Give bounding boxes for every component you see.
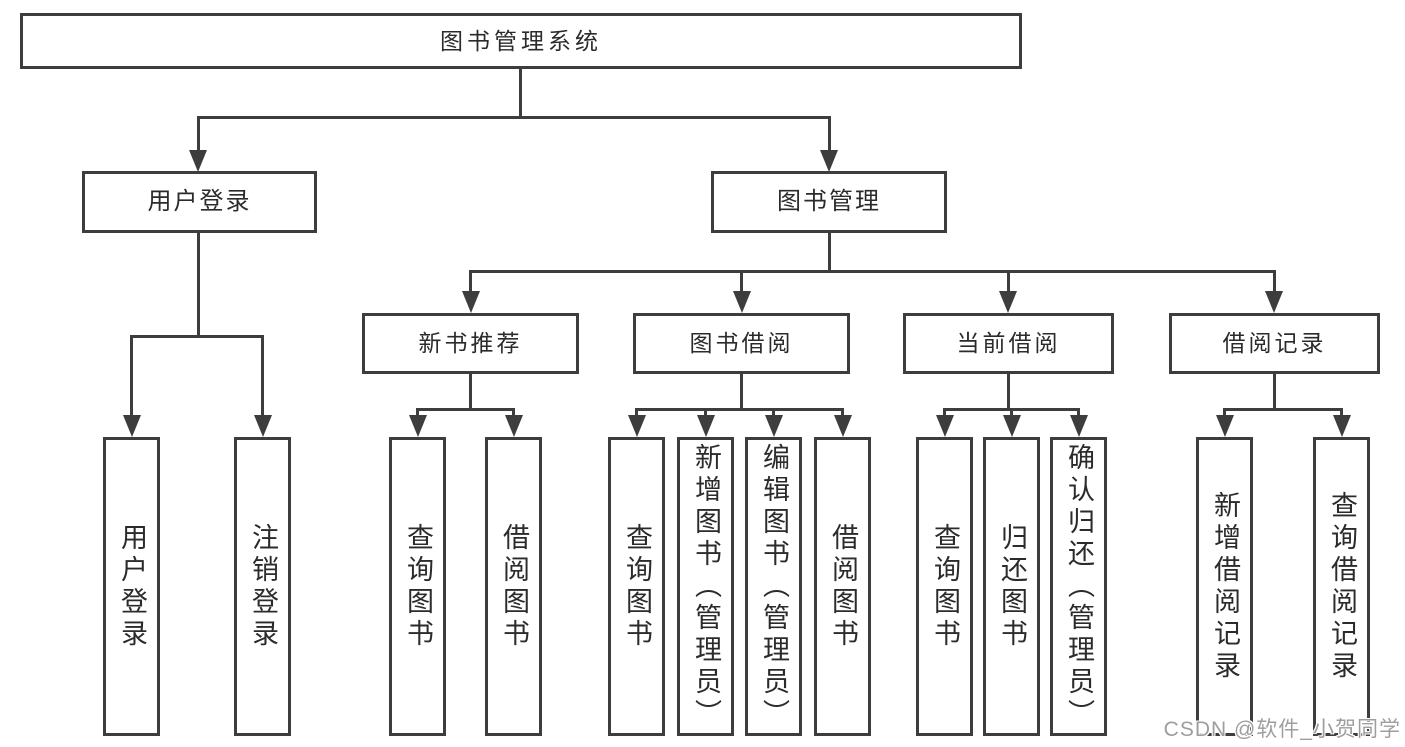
arrow-down-to-newbook-query: [408, 409, 427, 437]
leaf-current-query-books-label: 查询图书: [930, 522, 960, 651]
connector-new-book-rail: [416, 408, 515, 411]
arrow-down-to-leaf-logout: [253, 336, 272, 437]
connector-level2-rail: [196, 115, 831, 119]
arrow-down-to-records-query: [1332, 409, 1351, 437]
connector-user-login-rail: [130, 334, 264, 338]
arrow-down-to-records-add: [1215, 409, 1234, 437]
node-borrowing-records: 借阅记录: [1169, 313, 1380, 374]
leaf-newbook-borrow-books: 借阅图书: [485, 437, 542, 736]
arrow-down-to-borrowing-records: [1265, 272, 1283, 313]
arrow-down-to-new-book-recommend: [461, 272, 480, 313]
leaf-records-query-record-label: 查询借阅记录: [1327, 490, 1357, 683]
node-new-book-recommend: 新书推荐: [362, 313, 579, 374]
arrow-down-to-newbook-borrow: [504, 409, 523, 437]
connector-borrowing-records-rail: [1223, 408, 1343, 411]
leaf-current-return-books-label: 归还图书: [997, 522, 1027, 651]
connector-new-book-trunk: [469, 374, 472, 410]
arrow-down-to-borrowing-query: [627, 409, 646, 437]
node-book-borrowing: 图书借阅: [633, 313, 850, 374]
connector-book-borrowing-trunk: [740, 374, 743, 410]
arrow-down-to-borrowing-add: [696, 409, 715, 437]
leaf-borrowing-edit-books-admin: 编辑图书（管理员）: [745, 437, 802, 736]
leaf-current-return-books: 归还图书: [983, 437, 1040, 736]
connector-level3-rail: [469, 270, 1276, 273]
arrow-down-to-current-confirm: [1069, 409, 1088, 437]
leaf-user-login: 用户登录: [103, 437, 160, 736]
node-book-management-label: 图书管理: [777, 188, 881, 215]
leaf-borrowing-query-books-label: 查询图书: [622, 522, 652, 651]
leaf-records-add-record: 新增借阅记录: [1196, 437, 1253, 736]
node-new-book-recommend-label: 新书推荐: [418, 330, 523, 356]
node-book-management: 图书管理: [711, 171, 947, 233]
leaf-records-add-record-label: 新增借阅记录: [1210, 490, 1240, 683]
arrow-down-to-book-management: [820, 117, 838, 172]
leaf-records-query-record: 查询借阅记录: [1313, 437, 1370, 736]
node-current-borrowing: 当前借阅: [903, 313, 1114, 374]
leaf-user-login-label: 用户登录: [117, 522, 147, 651]
connector-borrowing-records-trunk: [1272, 374, 1276, 410]
connector-user-login-trunk: [196, 233, 200, 336]
leaf-borrowing-query-books: 查询图书: [608, 437, 665, 736]
arrow-down-to-current-return: [1002, 409, 1021, 437]
leaf-newbook-borrow-books-label: 借阅图书: [499, 522, 529, 651]
csdn-watermark: CSDN @软件_小贺同学: [1163, 718, 1401, 741]
node-current-borrowing-label: 当前借阅: [956, 330, 1061, 356]
node-user-login: 用户登录: [82, 171, 317, 233]
node-library-system: 图书管理系统: [20, 13, 1022, 69]
leaf-borrowing-borrow-books: 借阅图书: [814, 437, 871, 736]
leaf-borrowing-add-books-admin: 新增图书（管理员）: [677, 437, 734, 736]
arrow-down-to-borrowing-edit: [764, 409, 783, 437]
connector-book-borrowing-rail: [635, 408, 844, 411]
arrow-down-to-leaf-user-login: [122, 336, 141, 437]
arrow-down-to-user-login: [189, 117, 207, 172]
connector-current-borrowing-trunk: [1006, 374, 1010, 410]
node-user-login-label: 用户登录: [147, 188, 252, 215]
arrow-down-to-borrowing-borrow: [833, 409, 852, 437]
node-book-borrowing-label: 图书借阅: [689, 330, 794, 356]
leaf-logout-label: 注销登录: [248, 522, 278, 651]
connector-book-management-trunk: [827, 233, 831, 273]
arrow-down-to-current-borrowing: [999, 272, 1017, 313]
node-borrowing-records-label: 借阅记录: [1222, 330, 1327, 356]
connector-root-trunk: [518, 69, 522, 117]
leaf-current-query-books: 查询图书: [916, 437, 973, 736]
leaf-newbook-query-books-label: 查询图书: [403, 522, 433, 651]
node-library-system-label: 图书管理系统: [440, 27, 602, 54]
leaf-borrowing-add-books-admin-label: 新增图书（管理员）: [691, 442, 721, 731]
arrow-down-to-book-borrowing: [732, 272, 751, 313]
leaf-newbook-query-books: 查询图书: [389, 437, 446, 736]
leaf-current-confirm-return-admin: 确认归还（管理员）: [1050, 437, 1107, 736]
arrow-down-to-current-query: [935, 409, 954, 437]
leaf-borrowing-borrow-books-label: 借阅图书: [828, 522, 858, 651]
leaf-current-confirm-return-admin-label: 确认归还（管理员）: [1064, 442, 1094, 731]
leaf-borrowing-edit-books-admin-label: 编辑图书（管理员）: [759, 442, 789, 731]
leaf-logout: 注销登录: [234, 437, 291, 736]
